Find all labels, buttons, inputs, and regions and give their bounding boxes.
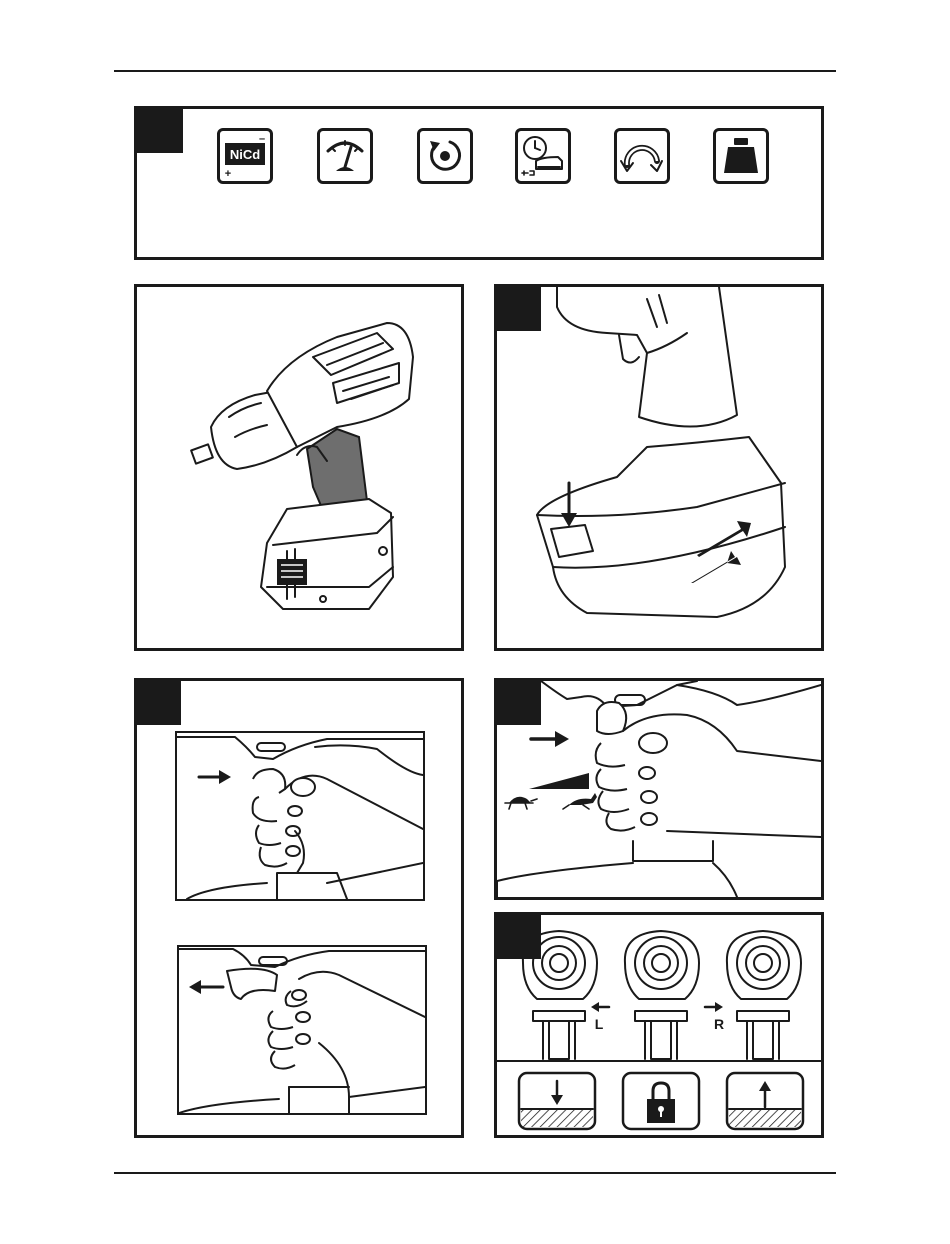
- tool-overview-panel: [134, 284, 464, 651]
- battery-removal-panel: [494, 284, 824, 651]
- battery-nicd-icon: NiCd – +: [217, 128, 273, 184]
- tool-head-center: [625, 931, 699, 1059]
- right-direction-label: R: [714, 1016, 724, 1032]
- figure-tag: [137, 109, 183, 153]
- top-rule: [114, 70, 836, 72]
- variable-speed-illustration: [497, 681, 821, 897]
- speedometer-icon: [317, 128, 373, 184]
- direction-switch-illustration: L R: [497, 915, 821, 1135]
- weight-icon: [713, 128, 769, 184]
- bottom-rule: [114, 1172, 836, 1174]
- figure-tag: [497, 681, 541, 725]
- rotation-direction-icon: [614, 128, 670, 184]
- figure-tag: [497, 915, 541, 959]
- battery-plus: +: [225, 168, 231, 180]
- figure-tag: [497, 287, 541, 331]
- battery-label: NiCd: [230, 147, 260, 162]
- variable-speed-panel: [494, 678, 824, 900]
- lock-icon: [623, 1073, 699, 1129]
- battery-minus: –: [259, 133, 265, 145]
- impact-wrench-illustration: [137, 287, 461, 648]
- switch-operation-panel: [134, 678, 464, 1138]
- rotation-direction-panel: L R: [494, 912, 824, 1138]
- trigger-release-illustration: [179, 947, 425, 1113]
- tool-head-right: [727, 931, 801, 1059]
- switch-on-inset: [175, 731, 425, 901]
- switch-down-icon: [519, 1073, 595, 1129]
- charging-time-icon: [515, 128, 571, 184]
- switch-off-inset: [177, 945, 427, 1115]
- figure-tag: [137, 681, 181, 725]
- rotation-icon: [417, 128, 473, 184]
- switch-up-icon: [727, 1073, 803, 1129]
- left-direction-label: L: [595, 1016, 604, 1032]
- trigger-press-illustration: [177, 733, 423, 899]
- battery-release-illustration: [497, 287, 821, 648]
